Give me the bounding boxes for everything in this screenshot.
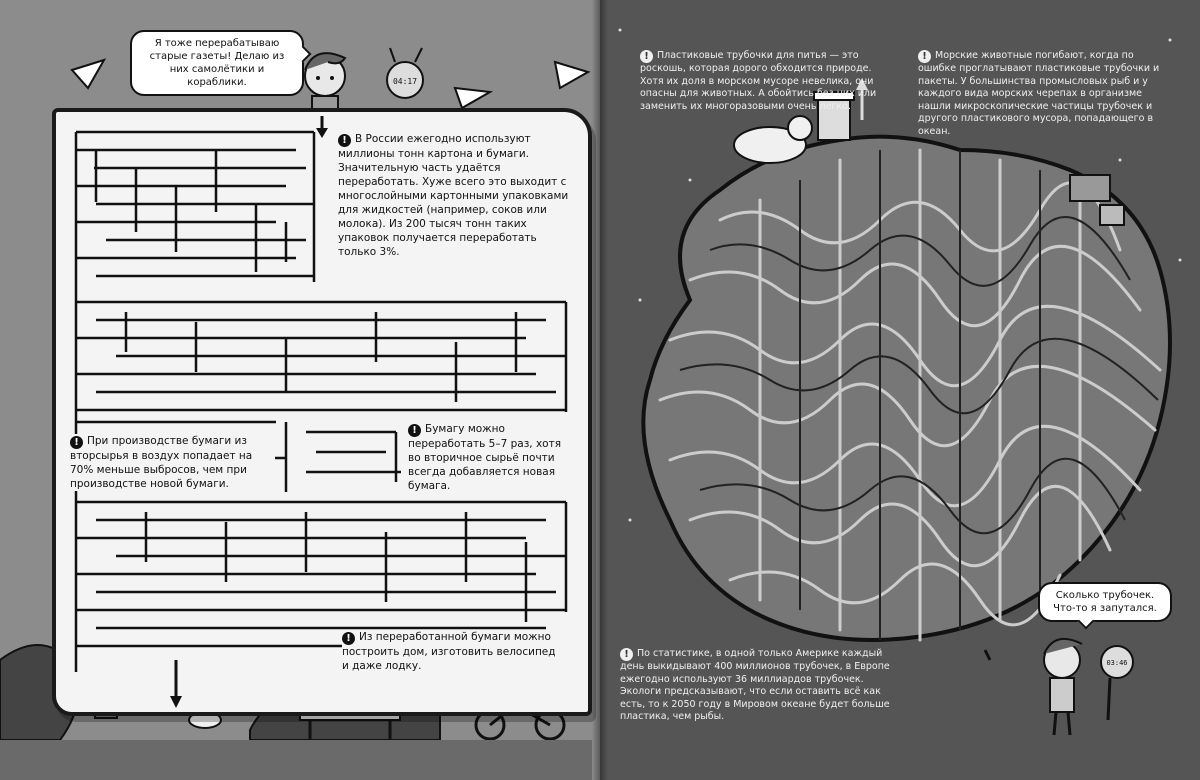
fact-statistics-text: По статистике, в одной только Америке ка… — [620, 648, 890, 722]
watch-robot-icon: 04:17 — [386, 47, 424, 99]
speech-bubble-left: Я тоже перерабатываю старые газеты! Дела… — [130, 30, 304, 96]
paper-plane-icon — [453, 86, 494, 110]
exclamation-icon: ! — [620, 648, 633, 661]
fact-animals: !Морские животные погибают, когда по оши… — [918, 50, 1168, 138]
fact-straws: !Пластиковые трубочки для питья — это ро… — [640, 50, 880, 113]
right-page-decor: 03:46 — [618, 28, 1182, 736]
paper-plane-icon — [553, 60, 591, 90]
fact-reuse: !Бумагу можно переработать 5–7 раз, хотя… — [408, 422, 568, 493]
fact-house-text: Из переработанной бумаги можно построить… — [342, 631, 556, 672]
speech-bubble-text: Я тоже перерабатываю старые газеты! Дела… — [149, 38, 285, 88]
exclamation-icon: ! — [408, 424, 421, 437]
fact-russia-text: В России ежегодно используют миллионы то… — [338, 133, 569, 258]
paper-plane-icon — [70, 58, 107, 90]
left-page: 04:17 — [0, 0, 600, 780]
fact-reuse-text: Бумагу можно переработать 5–7 раз, хотя … — [408, 423, 562, 492]
speech-bubble-right: Сколько трубочек. Что-то я запутался. — [1038, 582, 1172, 622]
fact-animals-text: Морские животные погибают, когда по ошиб… — [918, 50, 1160, 137]
watch-robot-icon: 03:46 — [1100, 645, 1134, 721]
polar-bear-icon — [733, 115, 813, 164]
right-page: 03:46 !Пластиковые трубочки для питья — … — [600, 0, 1200, 780]
maze-exit-arrow-icon — [983, 649, 992, 661]
fact-emissions-text: При производстве бумаги из вторсырья в в… — [70, 435, 253, 490]
speech-bubble-text: Сколько трубочек. Что-то я запутался. — [1053, 590, 1157, 614]
exclamation-icon: ! — [342, 632, 355, 645]
fact-russia: !В России ежегодно используют миллионы т… — [338, 132, 578, 259]
boy-character-icon — [304, 52, 347, 111]
maze-paper: !В России ежегодно используют миллионы т… — [52, 108, 592, 716]
cup-with-straw-icon — [813, 91, 855, 141]
exclamation-icon: ! — [918, 50, 931, 63]
fact-straws-text: Пластиковые трубочки для питья — это рос… — [640, 50, 877, 112]
book-gutter — [592, 0, 608, 780]
watch-time: 03:46 — [1106, 659, 1127, 667]
fact-house: !Из переработанной бумаги можно построит… — [342, 630, 562, 673]
fact-emissions: !При производстве бумаги из вторсырья в … — [70, 434, 275, 491]
planet-maze — [641, 78, 1172, 661]
satellite-icon — [1069, 174, 1125, 226]
exclamation-icon: ! — [640, 50, 653, 63]
exclamation-icon: ! — [338, 134, 351, 147]
fact-statistics: !По статистике, в одной только Америке к… — [620, 648, 892, 724]
watch-time: 04:17 — [393, 77, 417, 86]
exclamation-icon: ! — [70, 436, 83, 449]
boy-character-icon — [1043, 637, 1083, 736]
